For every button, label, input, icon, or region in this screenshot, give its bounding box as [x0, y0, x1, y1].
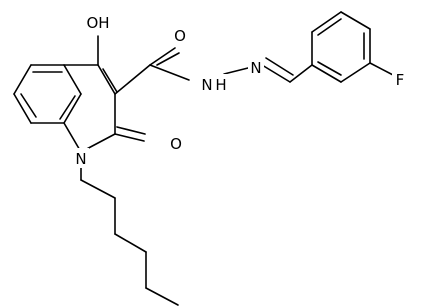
- bond: [265, 57, 294, 76]
- bond: [63, 64, 82, 95]
- fluorine-label: F: [396, 71, 405, 89]
- hydrazide-n-label: N: [201, 76, 212, 94]
- hydrazide-h-label: H: [215, 76, 226, 94]
- bond: [116, 126, 146, 135]
- ring-carbonyl-oxygen-label: O: [170, 135, 182, 153]
- bond: [59, 95, 76, 120]
- bond: [114, 133, 145, 142]
- bond: [97, 64, 116, 95]
- bond: [63, 122, 82, 153]
- bond: [311, 11, 342, 33]
- bond: [340, 62, 371, 83]
- bond: [114, 64, 151, 95]
- bond: [102, 68, 118, 93]
- bond: [145, 287, 179, 306]
- bond: [13, 93, 32, 124]
- bond: [340, 11, 371, 30]
- bond: [149, 47, 176, 66]
- bond: [317, 61, 342, 76]
- bond: [223, 67, 249, 75]
- bond: [63, 93, 82, 124]
- bond: [289, 64, 313, 83]
- atom-label-layer: OH O O N N H N F: [73, 12, 408, 168]
- imine-nitrogen-label: N: [250, 59, 261, 77]
- bond: [114, 233, 147, 253]
- bond: [149, 64, 190, 81]
- bond: [369, 62, 396, 77]
- bond: [13, 64, 32, 95]
- bond: [20, 93, 37, 118]
- bond: [156, 52, 180, 66]
- bond: [317, 18, 342, 36]
- hydroxyl-label: OH: [86, 14, 109, 32]
- bond: [311, 64, 342, 83]
- ring-nitrogen-label: N: [75, 150, 86, 168]
- bond-layer: [13, 11, 396, 306]
- amide-oxygen-label: O: [174, 27, 186, 45]
- bond: [261, 64, 291, 83]
- bond: [80, 179, 116, 199]
